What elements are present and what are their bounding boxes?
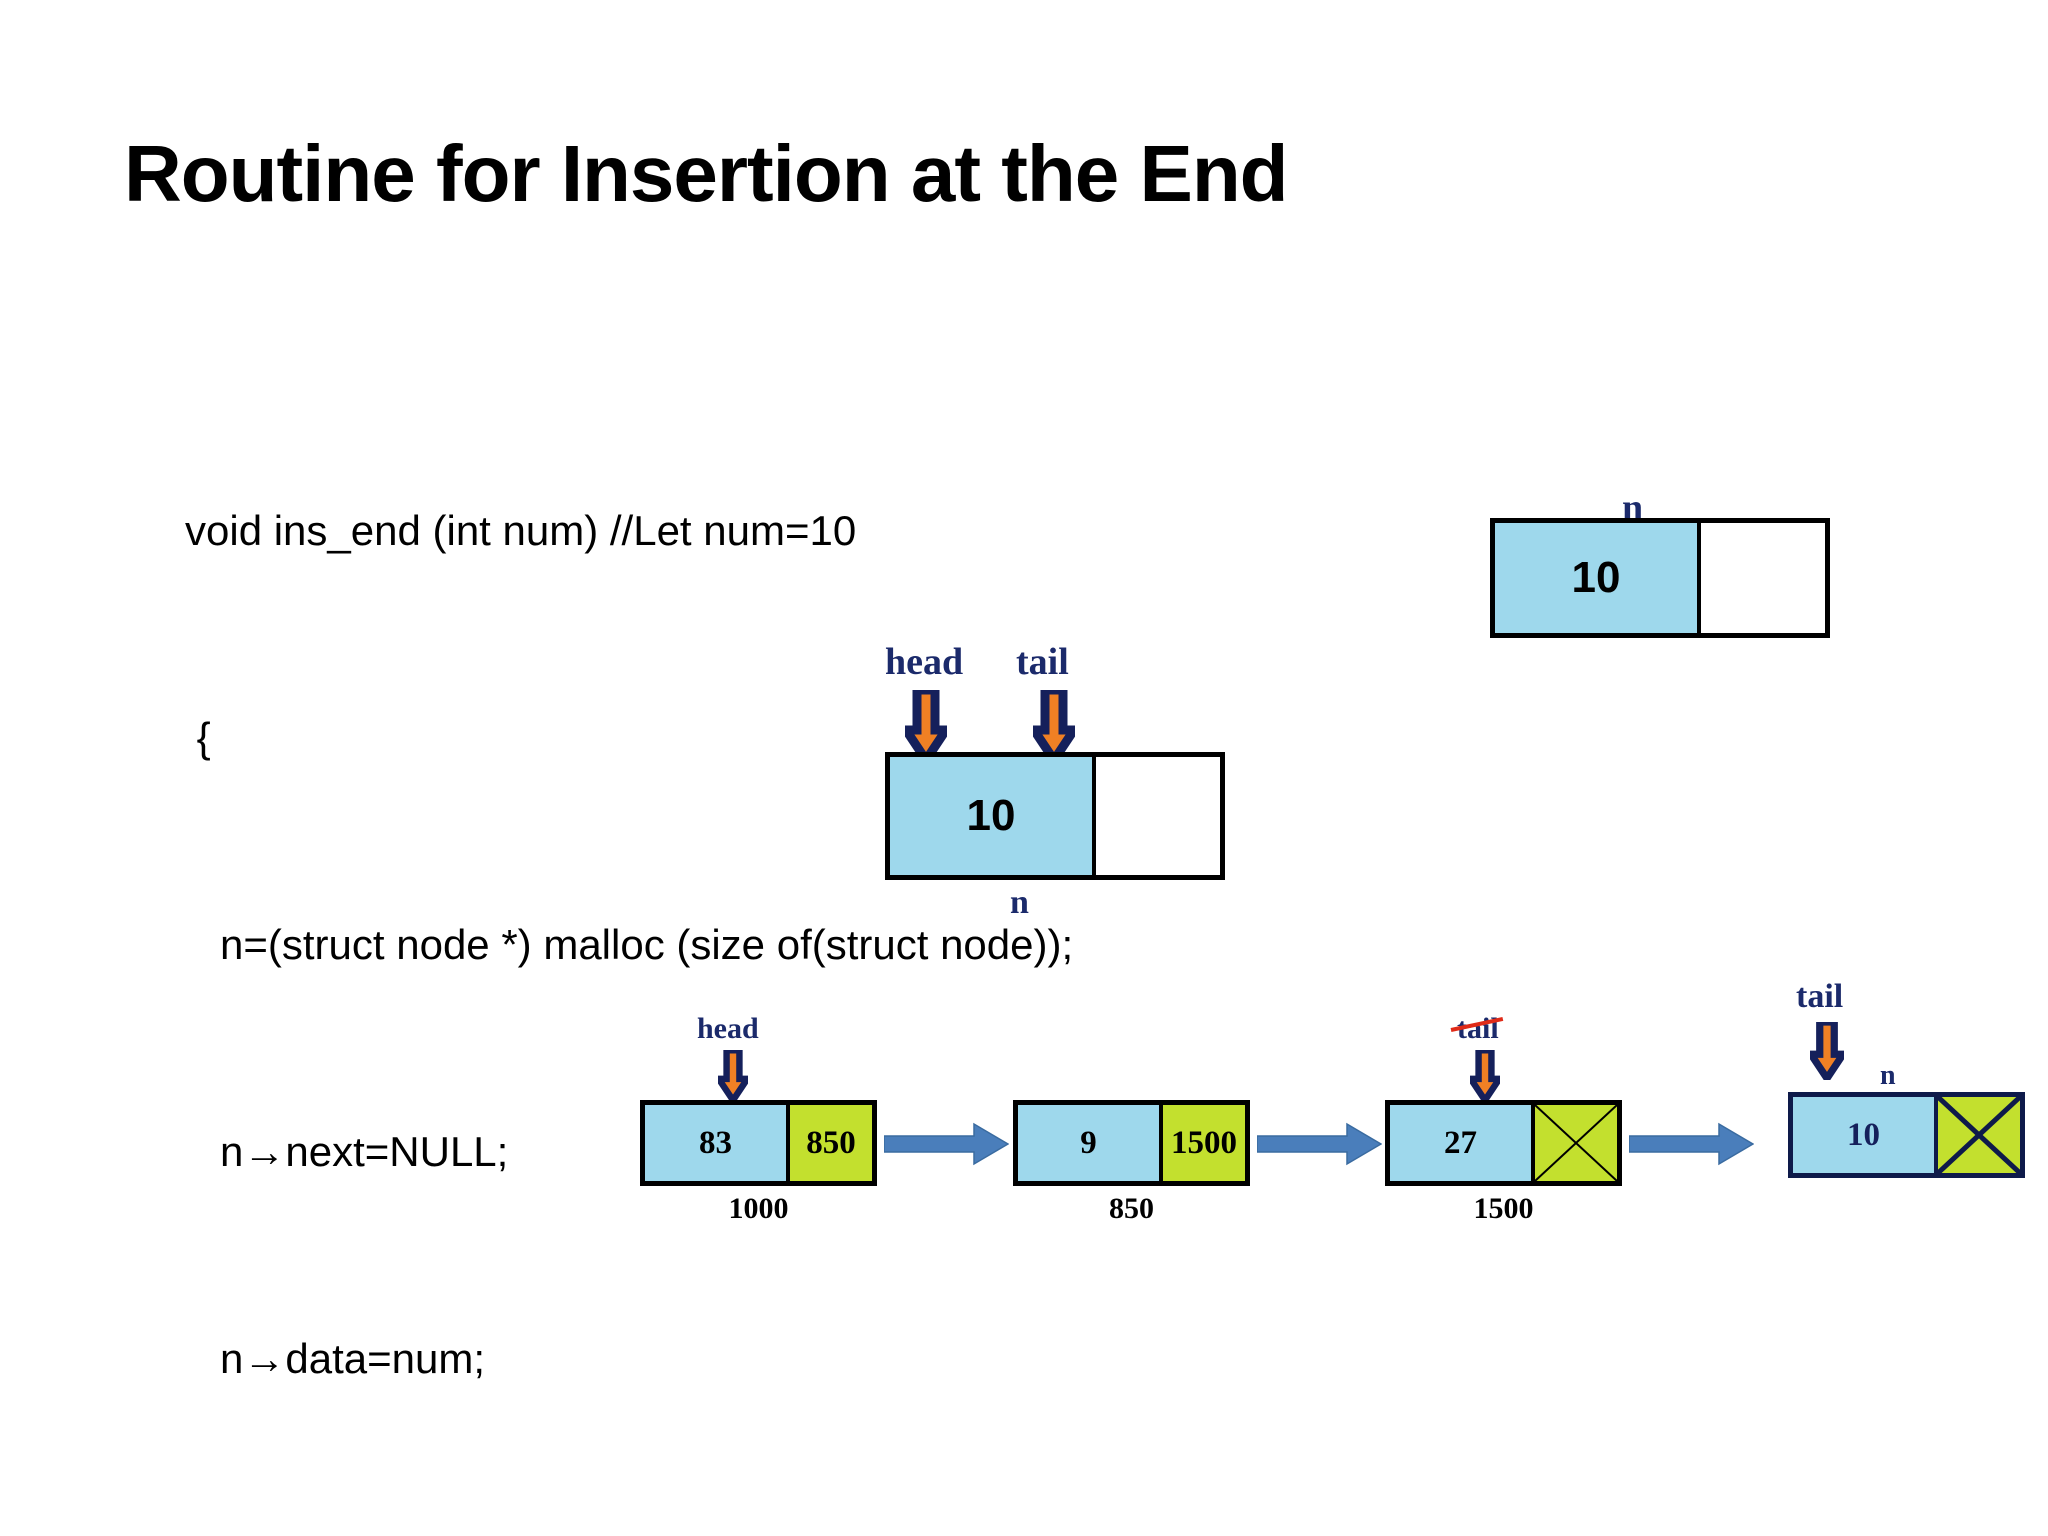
chain-node-2-pointer-label: tail — [1457, 1012, 1499, 1045]
chain-node-1-address: 850 — [1109, 1192, 1154, 1225]
case1-node-box: 10 — [885, 752, 1225, 880]
chain-node-2-next-cell — [1531, 1105, 1617, 1181]
chain-link-arrow-0 — [884, 1122, 1009, 1166]
null-cross-icon — [1938, 1097, 2020, 1173]
chain-node-2-data-cell: 27 — [1390, 1105, 1531, 1181]
page-title: Routine for Insertion at the End — [124, 129, 1289, 218]
chain-node-3-caption: n — [1880, 1060, 1896, 1091]
new-node-data-cell: 10 — [1495, 523, 1697, 633]
chain-node-3-down-arrow — [1810, 1022, 1844, 1080]
null-cross-icon — [1535, 1105, 1617, 1181]
code-block: void ins_end (int num) //Let num=10 { n=… — [185, 358, 1073, 1536]
case1-node-next-cell — [1092, 757, 1096, 875]
case1-tail-down-arrow — [1033, 690, 1075, 762]
chain-link-arrow-2 — [1629, 1122, 1754, 1166]
chain-node-0-next-cell: 850 — [786, 1105, 872, 1181]
chain-node-3-pointer-label: tail — [1796, 978, 1844, 1015]
chain-node-0-down-arrow — [718, 1050, 748, 1102]
chain-node-3-box: 10 — [1788, 1092, 2025, 1178]
code-line-4: n→data=num; — [185, 1335, 486, 1382]
chain-node-1-next-cell: 1500 — [1159, 1105, 1245, 1181]
case1-tail-label: tail — [1016, 641, 1069, 683]
case1-node-caption: n — [1010, 884, 1029, 921]
chain-node-0-pointer-label: head — [697, 1012, 759, 1045]
case1-node-data-cell: 10 — [890, 757, 1092, 875]
chain-node-0-box: 83 850 — [640, 1100, 877, 1186]
chain-node-3-next-cell — [1934, 1097, 2020, 1173]
code-line-5: if (head==NULL) //case 1 — [185, 1531, 1073, 1536]
case1-head-label: head — [885, 641, 964, 683]
case1-head-down-arrow — [905, 690, 947, 762]
new-node-next-cell — [1697, 523, 1701, 633]
code-line-3: n→next=NULL; — [185, 1128, 509, 1175]
chain-node-1-data-cell: 9 — [1018, 1105, 1159, 1181]
new-node-box: 10 — [1490, 518, 1830, 638]
code-line-2: n=(struct node *) malloc (size of(struct… — [185, 921, 1074, 968]
chain-node-2-box: 27 — [1385, 1100, 1622, 1186]
chain-link-arrow-1 — [1257, 1122, 1382, 1166]
chain-node-2-address: 1500 — [1473, 1192, 1534, 1225]
code-line-1: { — [185, 714, 211, 761]
chain-node-3-data-cell: 10 — [1793, 1097, 1934, 1173]
code-line-0: void ins_end (int num) //Let num=10 — [185, 507, 857, 554]
chain-node-0-address: 1000 — [728, 1192, 789, 1225]
chain-node-1-box: 9 1500 — [1013, 1100, 1250, 1186]
chain-node-2-down-arrow — [1470, 1050, 1500, 1102]
chain-node-0-data-cell: 83 — [645, 1105, 786, 1181]
